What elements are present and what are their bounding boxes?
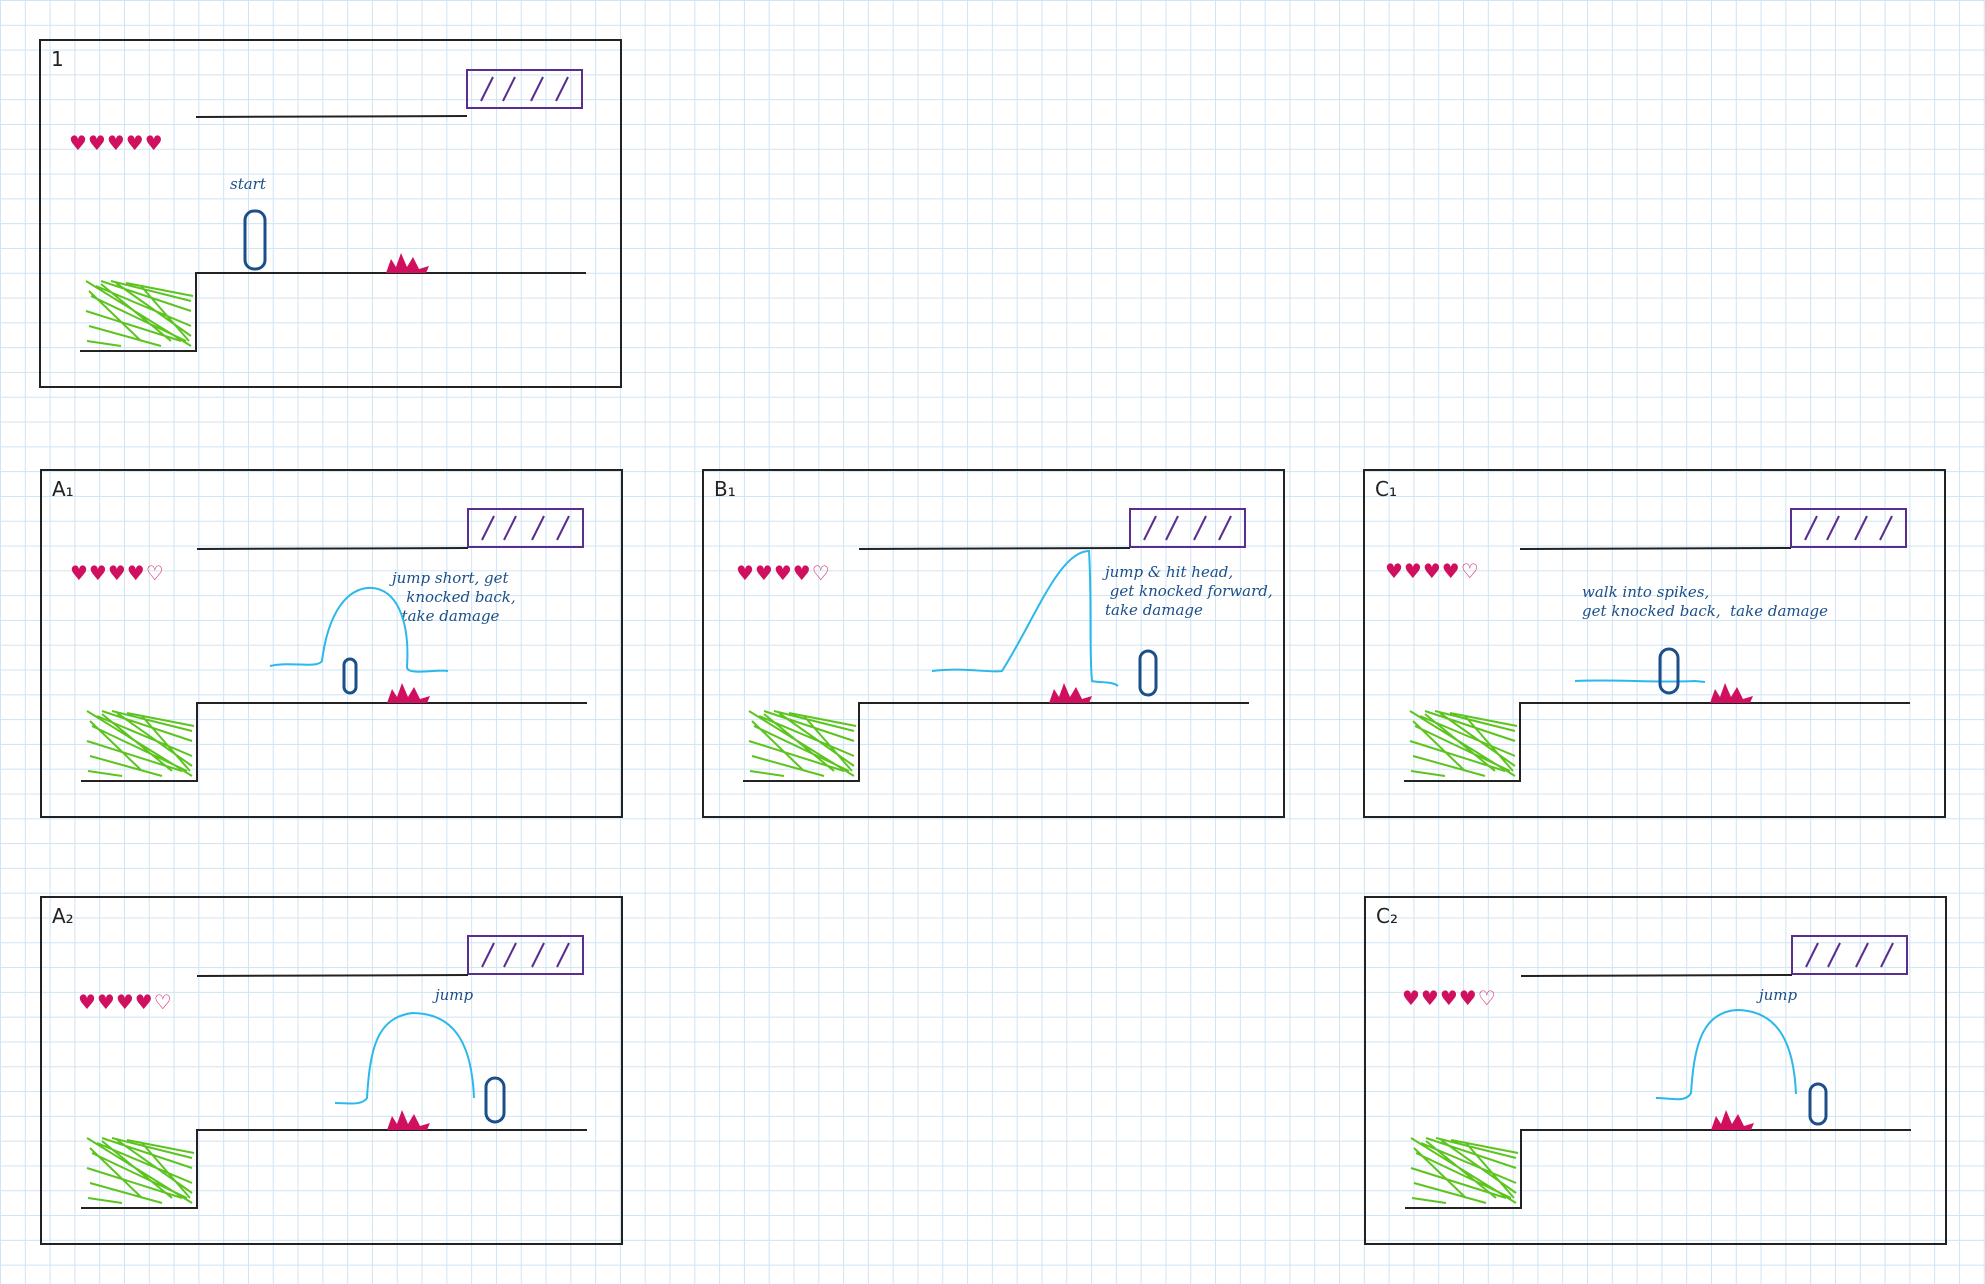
- grass-icon: [1410, 1137, 1519, 1204]
- player-icon: [243, 209, 267, 271]
- scene-drawing: [81, 508, 587, 782]
- panel-c2: C₂ ♥♥♥♥♡ jump: [1364, 896, 1947, 1245]
- player-icon: [484, 1076, 506, 1124]
- panel-label: C₁: [1375, 477, 1397, 501]
- health-hearts: ♥♥♥♥♡: [736, 561, 831, 585]
- ceiling-line: [195, 115, 468, 118]
- player-icon: [1808, 1082, 1828, 1126]
- spikes-icon: [1710, 683, 1753, 703]
- panel-b1: B₁ ♥♥♥♥♡ jump & hit head, get knocked fo…: [702, 469, 1285, 818]
- trajectory-path: [931, 549, 1119, 687]
- grass-icon: [1409, 710, 1518, 777]
- spikes-icon: [387, 683, 430, 703]
- spikes-icon: [387, 1110, 430, 1130]
- trajectory-path: [269, 586, 449, 673]
- health-hearts: ♥♥♥♥♡: [78, 990, 173, 1014]
- panel-label: A₂: [52, 904, 74, 928]
- scene-drawing: [80, 69, 586, 352]
- trajectory-path: [1574, 679, 1706, 683]
- item-box-icon: [1129, 508, 1246, 548]
- ceiling-line: [196, 974, 469, 977]
- item-box-icon: [1791, 935, 1908, 975]
- annotation-note: jump & hit head, get knocked forward, ta…: [1105, 563, 1273, 619]
- player-icon: [342, 657, 358, 695]
- scene-drawing: [81, 935, 587, 1209]
- ceiling-line: [196, 547, 469, 550]
- player-icon: [1658, 647, 1680, 695]
- panel-a2: A₂ ♥♥♥♥♡ jump: [40, 896, 623, 1245]
- panel-1: 1 ♥♥♥♥♥ start: [39, 39, 622, 388]
- player-icon: [1138, 649, 1158, 697]
- ceiling-line: [858, 547, 1131, 550]
- annotation-note: jump: [1759, 986, 1798, 1004]
- item-box-icon: [467, 935, 584, 975]
- health-hearts: ♥♥♥♥♥: [69, 131, 164, 155]
- grass-icon: [85, 280, 194, 347]
- ceiling-line: [1519, 547, 1792, 550]
- spikes-icon: [1049, 683, 1092, 703]
- health-hearts: ♥♥♥♥♡: [1402, 986, 1497, 1010]
- trajectory-path: [1655, 1008, 1797, 1101]
- spikes-icon: [1711, 1110, 1754, 1130]
- trajectory-path: [334, 1011, 475, 1105]
- annotation-note: jump short, get knocked back, take damag…: [392, 569, 516, 625]
- grass-icon: [86, 710, 195, 777]
- ceiling-line: [1520, 974, 1793, 977]
- grass-icon: [86, 1137, 195, 1204]
- grass-icon: [748, 710, 857, 777]
- panel-a1: A₁ ♥♥♥♥♡ jump short, get knocked back, t…: [40, 469, 623, 818]
- health-hearts: ♥♥♥♥♡: [70, 561, 165, 585]
- panel-label: 1: [51, 47, 64, 71]
- annotation-note: jump: [435, 986, 474, 1004]
- health-hearts: ♥♥♥♥♡: [1385, 559, 1480, 583]
- item-box-icon: [1790, 508, 1907, 548]
- annotation-note: start: [230, 175, 266, 193]
- item-box-icon: [466, 69, 583, 109]
- panel-c1: C₁ ♥♥♥♥♡ walk into spikes, get knocked b…: [1363, 469, 1946, 818]
- panel-label: B₁: [714, 477, 736, 501]
- scene-drawing: [1404, 508, 1910, 782]
- panel-label: C₂: [1376, 904, 1398, 928]
- item-box-icon: [467, 508, 584, 548]
- panel-label: A₁: [52, 477, 74, 501]
- scene-drawing: [1405, 935, 1911, 1209]
- scene-drawing: [743, 508, 1249, 782]
- spikes-icon: [386, 253, 429, 273]
- annotation-note: walk into spikes, get knocked back, take…: [1582, 583, 1829, 620]
